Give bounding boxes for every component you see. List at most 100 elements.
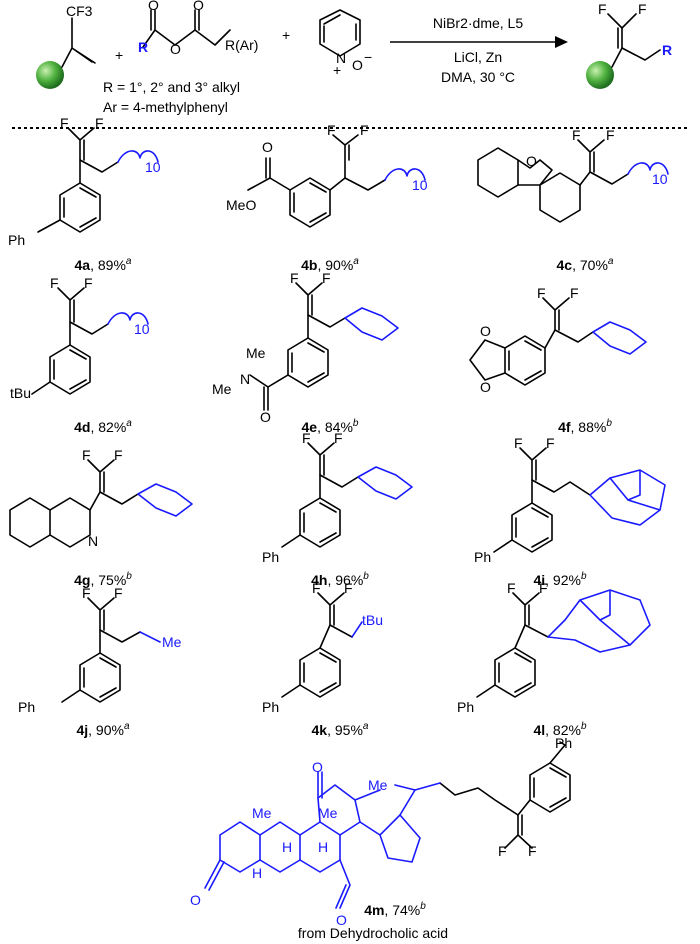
o-label-4e: O [260,409,271,425]
o-label-4f-1: O [480,323,491,339]
compound-yield-4g: , 75% [90,572,126,588]
me-label-4e-1: Me [246,345,266,361]
r-ar-label: R(Ar) [225,37,258,53]
compound-footnote-4j: a [124,721,130,732]
f-label-4h-2: F [334,430,343,446]
compound-4k-structure: Ph F F tBu [262,580,383,715]
compound-footnote-4i: b [581,571,587,582]
product-r: R [662,42,672,58]
compound-yield-4l: , 82% [545,722,581,738]
f-label-4i-2: F [546,435,555,451]
compound-4a-structure: Ph F F 10 [8,115,161,248]
f-label-4c-1: F [572,127,581,143]
me-label-4j: Me [162,634,182,650]
f-label-4l-1: F [507,580,516,596]
f-label-4a-2: F [95,115,104,131]
o-label-4m-1: O [312,759,323,775]
compound-label-4l: 4l, 82%b [533,721,587,738]
product-general: F F R [586,1,672,89]
compound-yield-4j: , 90% [88,722,124,738]
compound-4l-structure: Ph F F [457,580,651,715]
compound-yield-4a: , 89% [90,257,126,273]
carbonyl-o-2: O [193,0,204,13]
compound-label-4g: 4g, 75%b [74,571,132,588]
pyridine-o: O [352,57,363,73]
compound-footnote-4c: a [608,256,614,267]
f-label-4a-1: F [60,115,69,131]
f-label-4i-1: F [514,435,523,451]
o-label-4m-2: O [336,912,347,928]
conditions-solvent: DMA, 30 °C [441,69,515,85]
plus-sign-2: + [282,27,290,43]
f-label-4f-2: F [570,285,579,301]
ph-label-4i: Ph [474,549,491,565]
plus-sign-1: + [115,47,123,63]
chain-n-4c: 10 [652,171,668,187]
compound-label-4i: 4i, 92%b [533,571,587,588]
reaction-arrow [390,36,568,48]
compound-label-4j: 4j, 90%a [76,721,130,738]
compound-footnote-4h: b [363,571,369,582]
tbu-label-4d: tBu [10,385,31,401]
ar-definition-note: Ar = 4-methylphenyl [103,99,228,115]
compound-4j-structure: Ph F F Me [18,585,182,715]
compound-yield-4c: , 70% [572,257,608,273]
n-label-4g: N [88,533,98,549]
ph-label-4a: Ph [8,232,25,248]
f-label-4h-1: F [302,430,311,446]
compound-yield-4e: , 84% [317,419,353,435]
compound-footnote-4e: b [353,418,359,429]
ph-label-4h: Ph [262,549,279,565]
compound-id-4g: 4g [74,572,90,588]
cf3-label: CF3 [66,3,93,19]
compound-footnote-4m: b [420,901,426,912]
compound-footnote-4d: a [126,418,132,429]
compound-id-4b: 4b [301,257,317,273]
carbonyl-o-1: O [148,0,159,13]
pyridine-n: N [336,50,346,66]
compound-4h-structure: Ph F F [262,430,413,565]
compound-yield-4i: , 92% [545,572,581,588]
r-scope-note: R = 1°, 2° and 3° alkyl [103,79,240,95]
compound-yield-4d: , 82% [90,419,126,435]
compound-4i-structure: Ph F F [474,435,666,565]
f-label-4b-1: F [327,122,336,138]
h-label-4m-1: H [282,839,292,855]
ph-label-4k: Ph [262,699,279,715]
compound-footnote-4b: a [353,256,359,267]
chain-n-4a: 10 [145,159,161,175]
compound-yield-4b: , 90% [317,257,353,273]
compound-label-4e: 4e, 84%b [302,418,359,435]
f-label-4k-2: F [344,580,353,596]
pyridine-plus: + [333,62,341,78]
substrate-ball-icon [36,61,64,89]
o-label-4c: O [526,153,537,169]
f-label-4e-2: F [322,270,331,286]
compound-label-4b: 4b, 90%a [301,256,359,273]
compound-yield-4h: , 96% [327,572,363,588]
meo-label: MeO [226,197,256,213]
h-label-4m-2: H [318,839,328,855]
compound-footnote-4f: b [606,418,612,429]
compound-footnote-4a: a [126,256,132,267]
product-f-1: F [598,1,607,17]
compound-footnote-4k: a [363,721,369,732]
f-label-4j-1: F [82,585,91,601]
compound-4g-structure: N F F [9,447,193,549]
f-label-4m-1: F [498,843,507,859]
f-label-4g-2: F [114,447,123,463]
compound-yield-4f: , 88% [571,419,607,435]
compound-id-4j: 4j [76,722,88,738]
f-label-4d-1: F [50,275,59,291]
compound-4f-structure: O O F F [469,285,647,395]
compound-id-4a: 4a [75,257,91,273]
o-label-4m-3: O [190,892,201,908]
compound-label-4c: 4c, 70%a [557,256,614,273]
compound-yield-4m: , 74% [384,902,420,918]
pyridine-n-oxide: N + O − [319,9,372,78]
compound-yield-4k: , 95% [327,722,363,738]
compound-id-4i: 4i [533,572,545,588]
compound-4b-structure: MeO O F F 10 [226,122,428,228]
